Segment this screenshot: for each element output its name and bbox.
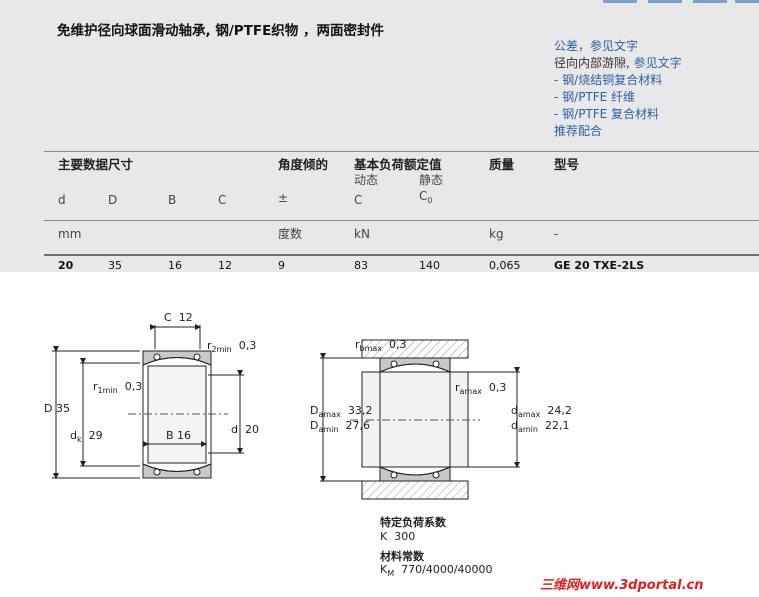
- row-C0: 140: [419, 259, 440, 272]
- material-ptfe-fibre-link[interactable]: - 钢/PTFE 纤维: [554, 90, 636, 104]
- load-factor-label: 特定负荷系数: [380, 516, 446, 529]
- unit-kg: kg: [489, 227, 504, 241]
- reference-links: 公差，参见文字 径向内部游隙, 参见文字 - 钢/烧结铜复合材料 - 钢/PTF…: [554, 38, 682, 140]
- mounting-view: [320, 339, 520, 500]
- clearance-label: 径向内部游隙,: [554, 56, 630, 70]
- unit-kN: kN: [354, 227, 370, 241]
- dim-Damax: Damax 33,2: [310, 404, 373, 419]
- top-accent-bar: [0, 0, 759, 3]
- symbol-D: D: [108, 193, 118, 207]
- row-C-dynamic: 83: [354, 259, 368, 272]
- table-top-rule: [44, 151, 759, 152]
- header-tilt: 角度倾的: [278, 157, 329, 172]
- symbol-plus-minus: ±: [278, 191, 289, 205]
- recommended-fits-link[interactable]: 推荐配合: [554, 124, 603, 138]
- symbol-C0: C0: [419, 189, 433, 205]
- dim-r1min: r1min 0,3: [93, 380, 143, 395]
- symbol-B: B: [168, 193, 177, 207]
- dim-r2min: r2min 0,3: [207, 339, 257, 354]
- dim-d: d 20: [231, 423, 259, 436]
- unit-degrees: 度数: [278, 227, 303, 241]
- row-alpha: 9: [278, 259, 285, 272]
- header-load: 基本负荷额定值: [354, 157, 442, 172]
- dim-dk: dk 29: [70, 429, 103, 444]
- header-mass: 质量: [489, 157, 515, 172]
- load-factor-value: K 300: [380, 530, 416, 543]
- symbol-C: C: [218, 193, 227, 207]
- clearance-ref-link[interactable]: 参见文字: [633, 56, 682, 70]
- row-mass: 0,065: [489, 259, 521, 272]
- datasheet-panel: 免维护径向球面滑动轴承, 钢/PTFE织物 ，两面密封件 公差，参见文字 径向内…: [0, 0, 759, 272]
- row-D: 35: [108, 259, 122, 272]
- row-d: 20: [58, 259, 74, 272]
- dim-C: C 12: [164, 311, 193, 324]
- header-designation: 型号: [554, 157, 580, 172]
- watermark: 三维网www.3dportal.cn: [540, 578, 704, 593]
- header-dynamic: 动态: [354, 173, 379, 187]
- row-C: 12: [218, 259, 232, 272]
- dim-B: B 16: [166, 429, 192, 442]
- tolerance-link[interactable]: 公差: [554, 39, 579, 53]
- material-sintered-link[interactable]: - 钢/烧结铜复合材料: [554, 73, 663, 87]
- symbol-C-dynamic: C: [354, 193, 363, 207]
- bearing-drawing: [52, 324, 520, 500]
- unit-mm: mm: [58, 227, 82, 241]
- header-static: 静态: [419, 173, 444, 187]
- dim-rbmax: rbmax 0,3: [355, 338, 407, 353]
- table-row-rule: [44, 254, 759, 256]
- row-designation[interactable]: GE 20 TXE-2LS: [554, 259, 645, 272]
- tolerance-ref-link[interactable]: ，参见文字: [578, 39, 639, 53]
- row-B: 16: [168, 259, 182, 272]
- dim-damin: damin 22,1: [511, 419, 570, 434]
- page-title: 免维护径向球面滑动轴承, 钢/PTFE织物 ，两面密封件: [57, 23, 385, 39]
- header-dimensions: 主要数据尺寸: [58, 157, 134, 172]
- dim-damax: damax 24,2: [511, 404, 572, 419]
- material-constant-label: 材料常数: [380, 550, 424, 563]
- unit-dash: -: [554, 227, 559, 241]
- dim-Damin: Damin 27,6: [310, 419, 370, 434]
- symbol-d: d: [58, 193, 66, 207]
- material-ptfe-composite-link[interactable]: - 钢/PTFE 复合材料: [554, 107, 660, 121]
- material-constant-value: KM 770/4000/40000: [380, 563, 493, 578]
- bearing-section-view: [52, 324, 244, 479]
- table-mid-rule: [44, 220, 759, 221]
- dim-D: D 35: [44, 402, 70, 415]
- dim-ramax: ramax 0,3: [455, 381, 507, 396]
